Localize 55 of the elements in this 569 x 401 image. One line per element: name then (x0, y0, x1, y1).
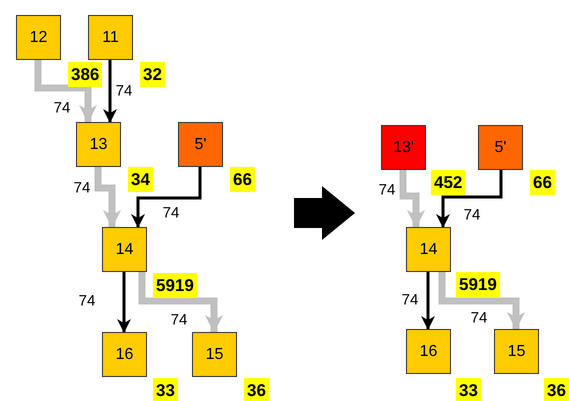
value-tag: 386 (68, 62, 102, 87)
edge-label: 74 (400, 292, 420, 308)
value-tag: 33 (153, 378, 178, 401)
number-box (102, 227, 147, 272)
number-box (478, 125, 523, 170)
value-tag: 5919 (153, 273, 197, 298)
value-tag: 33 (456, 378, 481, 401)
number-box (381, 125, 426, 170)
number-box (406, 329, 451, 374)
node-label: 15 (206, 344, 224, 364)
arrow (400, 170, 425, 228)
node-label: 12 (30, 28, 48, 48)
edge-label: 74 (162, 206, 180, 220)
node-label: 5' (194, 134, 206, 154)
number-box (494, 329, 539, 374)
value-tag: 32 (140, 62, 165, 87)
node-label: 13 (90, 134, 108, 154)
edge-label: 74 (114, 84, 134, 98)
number-box (192, 332, 237, 377)
arrow (103, 60, 117, 123)
arrow (438, 272, 525, 330)
arrow (436, 170, 502, 228)
node-label: 13' (393, 138, 414, 158)
arrow (117, 272, 131, 333)
value-tag: 36 (244, 378, 269, 401)
value-tag: 36 (544, 378, 569, 401)
node-label: 11 (102, 28, 119, 48)
number-box (102, 332, 147, 377)
value-tag: 66 (530, 170, 555, 195)
node-label: 16 (116, 344, 134, 364)
edge-label: 74 (72, 180, 92, 196)
value-tag: 5919 (456, 272, 500, 297)
number-box (16, 15, 61, 60)
arrow (94, 167, 121, 228)
value-tag: 34 (128, 167, 153, 192)
number-box (88, 15, 133, 60)
edge-label: 74 (470, 310, 488, 326)
edge-label: 74 (170, 312, 188, 328)
node-label: 15 (508, 342, 526, 362)
edge-label: 74 (378, 182, 396, 198)
edge-label: 74 (78, 294, 96, 308)
edge-label: 74 (52, 100, 72, 116)
number-box (76, 122, 121, 167)
number-box (178, 122, 223, 167)
node-label: 14 (420, 240, 438, 260)
arrow (131, 167, 202, 228)
node-label: 16 (420, 342, 438, 362)
edge-label: 74 (462, 208, 482, 222)
node-label: 14 (116, 240, 134, 260)
node-label: 5' (494, 138, 506, 158)
arrow (421, 272, 435, 330)
value-tag: 452 (431, 170, 466, 195)
arrow (138, 272, 223, 333)
number-box (406, 227, 451, 272)
value-tag: 66 (230, 167, 255, 192)
